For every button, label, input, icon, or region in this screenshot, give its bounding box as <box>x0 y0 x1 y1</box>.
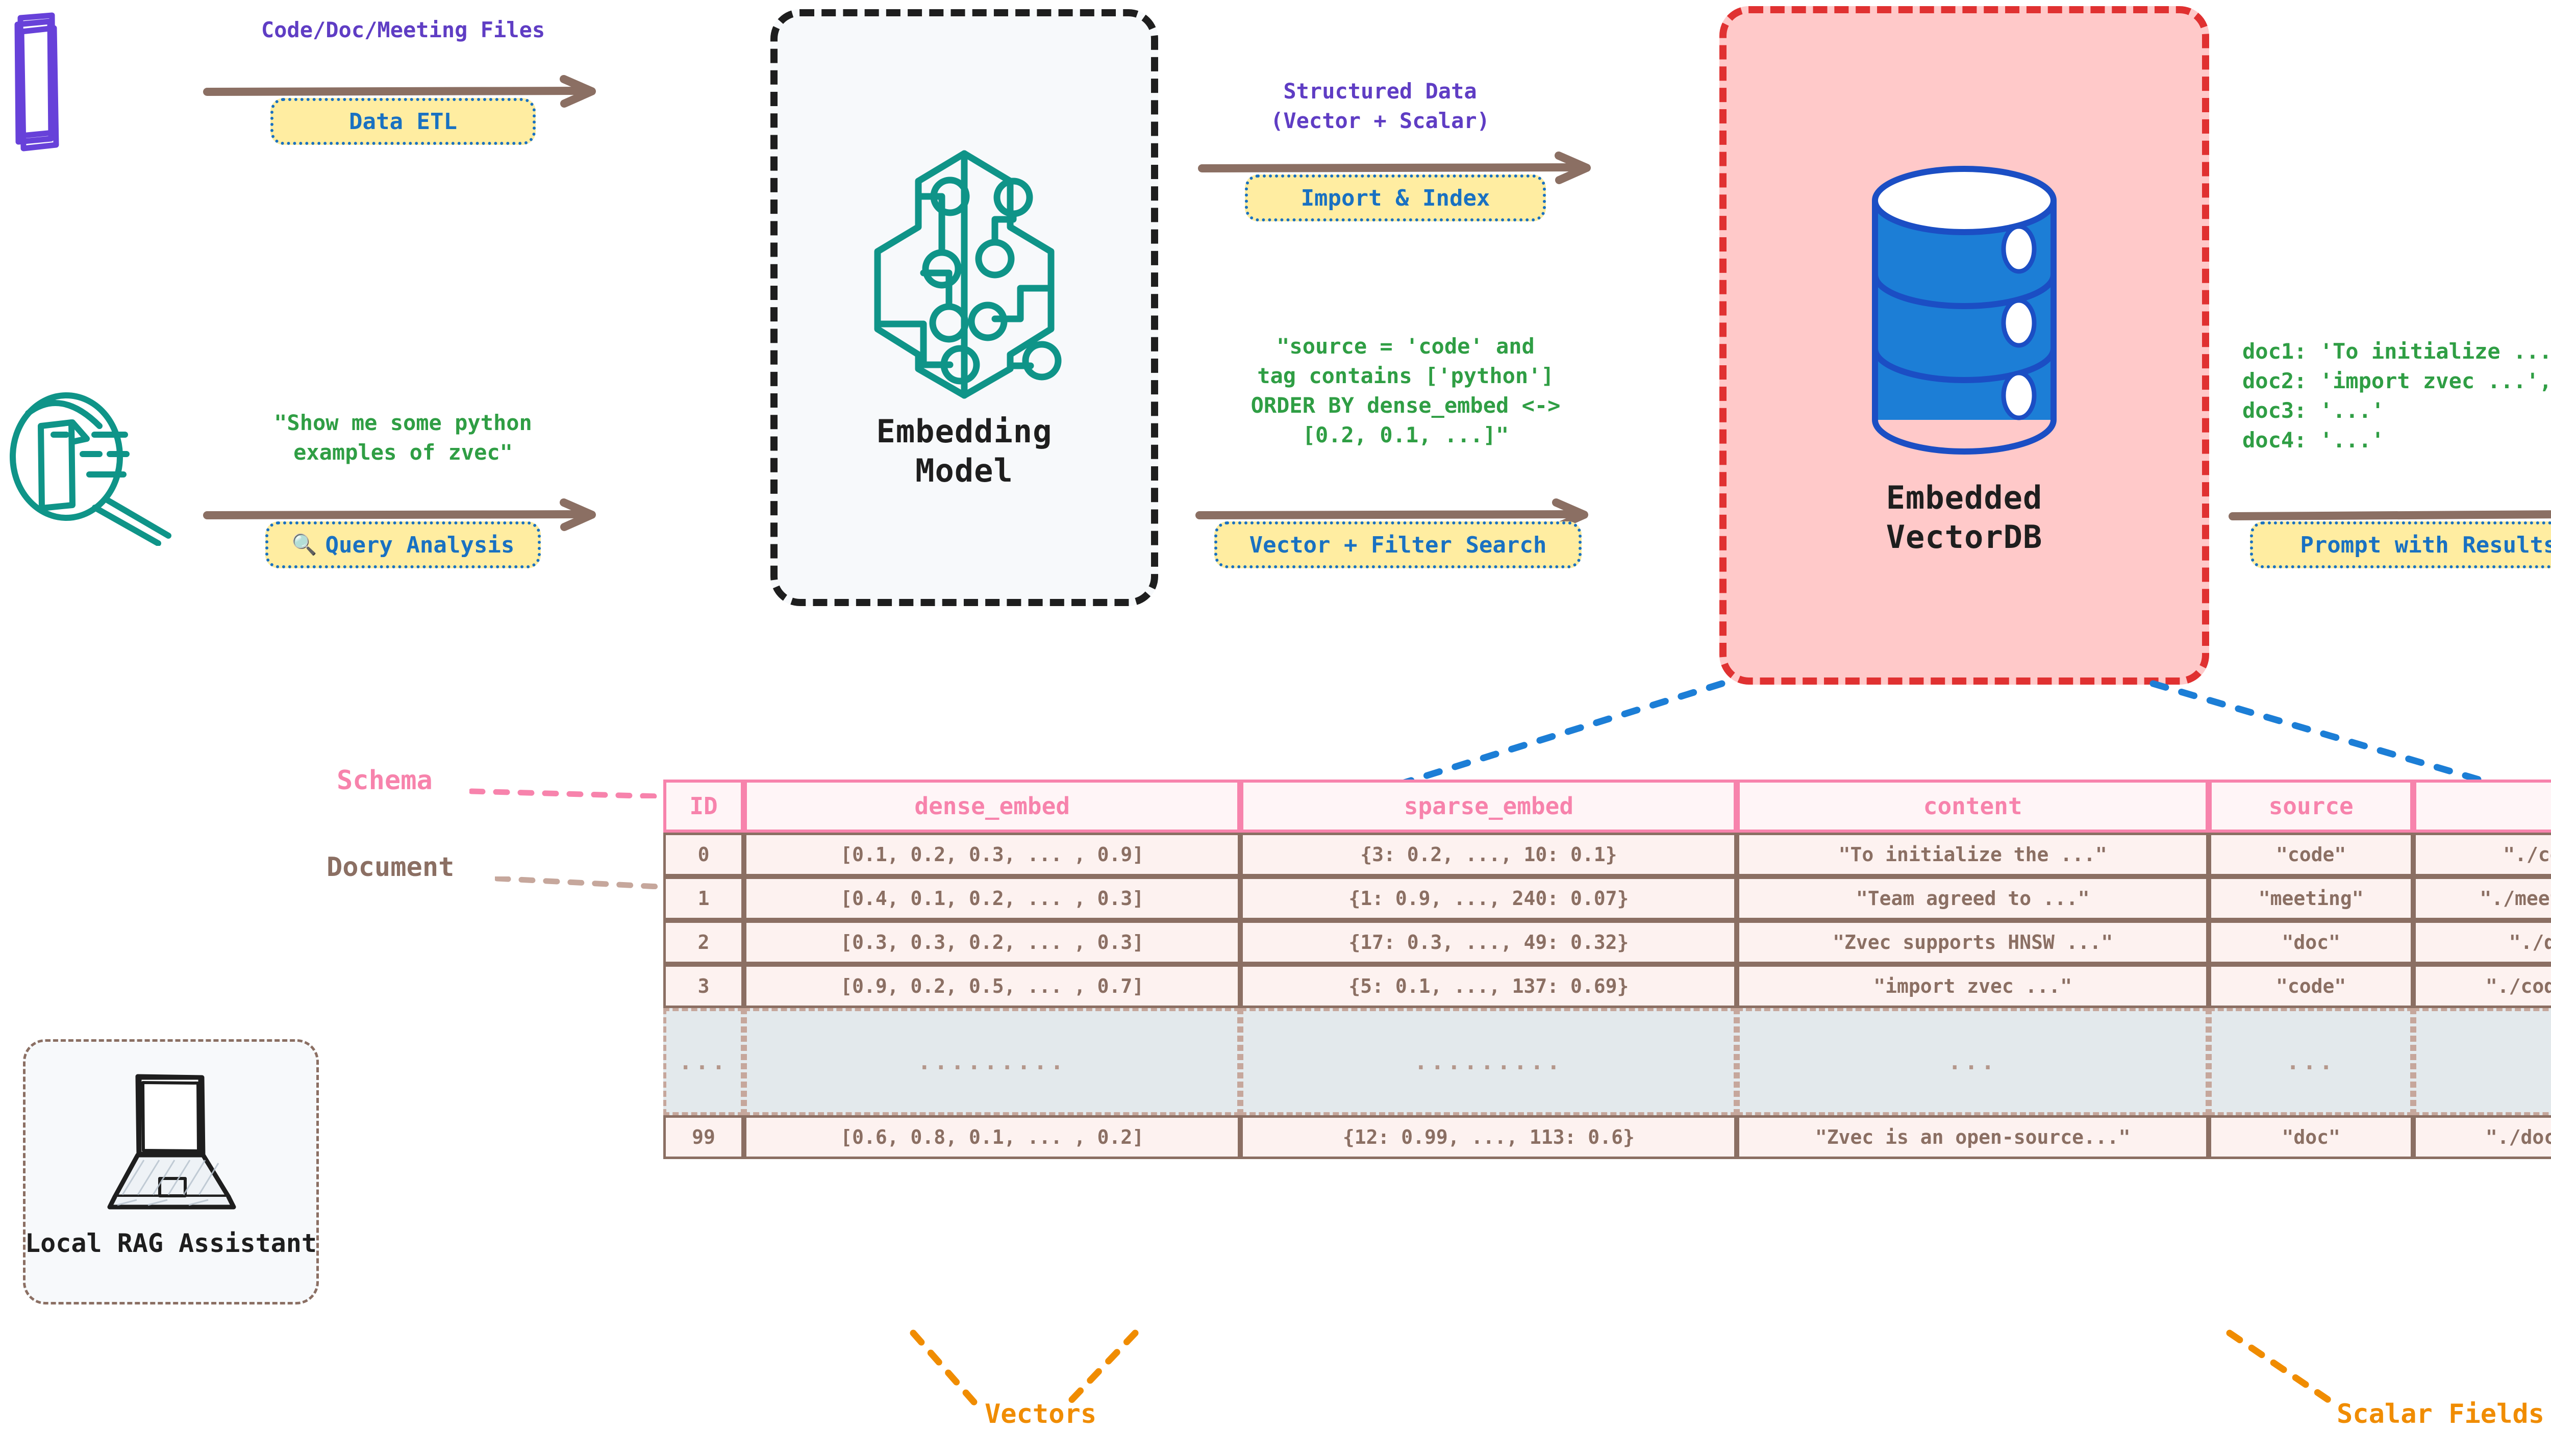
table-row: 2 [0.3, 0.3, 0.2, ... , 0.3] {17: 0.3, .… <box>663 920 2551 964</box>
flow-index-tag[interactable]: Import & Index <box>1245 174 1546 221</box>
cell-dense: [0.9, 0.2, 0.5, ... , 0.7] <box>744 964 1241 1008</box>
flow-results-arrow <box>2229 500 2551 531</box>
cell-id: 3 <box>663 964 744 1008</box>
magnifier-document-icon <box>5 378 189 546</box>
flow-ingest-tag-label: Data ETL <box>349 108 457 135</box>
flow-results-note: doc1: 'To initialize ...', doc2: 'import… <box>2242 339 2551 453</box>
cell-dense: [0.3, 0.3, 0.2, ... , 0.3] <box>744 920 1241 964</box>
column-header[interactable]: dense_embed <box>744 780 1241 833</box>
column-header[interactable]: path <box>2413 780 2551 833</box>
brain-circuit-icon <box>842 125 1087 403</box>
column-header[interactable]: content <box>1737 780 2209 833</box>
local-rag-assistant-caption: Local RAG Assistant <box>25 1228 317 1258</box>
cell-content: "Zvec supports HNSW ..." <box>1737 920 2209 964</box>
cell-content: "To initialize the ..." <box>1737 833 2209 876</box>
cell-id: 0 <box>663 833 744 876</box>
cell-id: 2 <box>663 920 744 964</box>
flow-index-note: Structured Data (Vector + Scalar) <box>1270 79 1490 133</box>
cell-source: ... <box>2208 1008 2414 1115</box>
cell-dense: [0.6, 0.8, 0.1, ... , 0.2] <box>744 1115 1241 1159</box>
source-files-icon <box>10 5 179 158</box>
vectors-label: Vectors <box>985 1399 1097 1429</box>
embedding-model-node[interactable]: Embedding Model <box>770 9 1158 606</box>
cell-source: "meeting" <box>2208 876 2414 920</box>
flow-index-arrow <box>1198 152 1602 184</box>
schema-label: Schema <box>337 765 433 796</box>
flow-query-tag-label: Query Analysis <box>325 532 515 558</box>
cell-dense: [0.4, 0.1, 0.2, ... , 0.3] <box>744 876 1241 920</box>
cell-id: ... <box>663 1008 744 1115</box>
cell-path: "./doc/overview.md" <box>2413 1115 2551 1159</box>
magnifier-icon: 🔍 <box>291 533 317 557</box>
cell-path: "./code/main.py" <box>2413 833 2551 876</box>
table-row: 3 [0.9, 0.2, 0.5, ... , 0.7] {5: 0.1, ..… <box>663 964 2551 1008</box>
flow-search-tag[interactable]: Vector + Filter Search <box>1214 521 1582 568</box>
table-header-row: ID dense_embed sparse_embed content sour… <box>663 780 2551 833</box>
flow-ingest-arrow <box>203 75 607 108</box>
laptop-icon <box>87 1068 255 1223</box>
column-header[interactable]: source <box>2208 780 2414 833</box>
cell-sparse: ......... <box>1240 1008 1737 1115</box>
scalar-fields-brace <box>2133 1329 2551 1413</box>
cell-source: "code" <box>2208 833 2414 876</box>
cell-path: ... <box>2413 1008 2551 1115</box>
flow-results-tag[interactable]: Prompt with Results <box>2250 521 2551 568</box>
cell-content: "Zvec is an open-source..." <box>1737 1115 2209 1159</box>
flow-results-tag-label: Prompt with Results <box>2300 532 2551 558</box>
vector-db-title: Embedded VectorDB <box>1886 479 2043 556</box>
flow-ingest-note: Code/Doc/Meeting Files <box>261 17 545 42</box>
cell-source: "doc" <box>2208 920 2414 964</box>
column-header[interactable]: sparse_embed <box>1240 780 1737 833</box>
cell-content: ... <box>1737 1008 2209 1115</box>
embedding-model-title: Embedding Model <box>876 412 1053 490</box>
flow-index-tag-label: Import & Index <box>1300 185 1490 211</box>
cell-dense: ......... <box>744 1008 1241 1115</box>
flow-ingest-tag[interactable]: Data ETL <box>270 98 536 145</box>
cell-id: 99 <box>663 1115 744 1159</box>
cell-content: "Team agreed to ..." <box>1737 876 2209 920</box>
flow-search-tag-label: Vector + Filter Search <box>1249 532 1547 558</box>
cell-id: 1 <box>663 876 744 920</box>
flow-search-note: "source = 'code' and tag contains ['pyth… <box>1251 334 1561 447</box>
cell-source: "code" <box>2208 964 2414 1008</box>
cell-sparse: {17: 0.3, ..., 49: 0.32} <box>1240 920 1737 964</box>
cell-content: "import zvec ..." <box>1737 964 2209 1008</box>
document-leader-line <box>494 875 663 890</box>
table-ellipsis-row: ... ......... ......... ... ... ... ... … <box>663 1008 2551 1115</box>
cell-sparse: {5: 0.1, ..., 137: 0.69} <box>1240 964 1737 1008</box>
column-header[interactable]: ID <box>663 780 744 833</box>
cell-dense: [0.1, 0.2, 0.3, ... , 0.9] <box>744 833 1241 876</box>
cell-source: "doc" <box>2208 1115 2414 1159</box>
table-row: 0 [0.1, 0.2, 0.3, ... , 0.9] {3: 0.2, ..… <box>663 833 2551 876</box>
flow-query-arrow <box>203 498 607 531</box>
table-row: 1 [0.4, 0.1, 0.2, ... , 0.3] {1: 0.9, ..… <box>663 876 2551 920</box>
cell-sparse: {1: 0.9, ..., 240: 0.07} <box>1240 876 1737 920</box>
vector-db-node[interactable]: Embedded VectorDB <box>1719 6 2209 685</box>
cell-sparse: {12: 0.99, ..., 113: 0.6} <box>1240 1115 1737 1159</box>
local-rag-assistant-card[interactable]: Local RAG Assistant <box>23 1039 319 1304</box>
cell-path: "./code/example.py" <box>2413 964 2551 1008</box>
cell-path: "./doc/zvec.md" <box>2413 920 2551 964</box>
scalar-fields-label: Scalar Fields <box>2337 1399 2544 1429</box>
flow-query-tag[interactable]: 🔍 Query Analysis <box>265 521 541 568</box>
schema-table[interactable]: ID dense_embed sparse_embed content sour… <box>663 780 2551 1159</box>
database-cylinder-icon <box>1827 134 2102 463</box>
table-row: 99 [0.6, 0.8, 0.1, ... , 0.2] {12: 0.99,… <box>663 1115 2551 1159</box>
schema-leader-line <box>468 788 663 799</box>
cell-path: "./meeting/01-10.md" <box>2413 876 2551 920</box>
vectors-brace <box>867 1329 1184 1413</box>
document-label: Document <box>327 852 455 883</box>
flow-query-note: "Show me some python examples of zvec" <box>274 410 532 465</box>
db-to-table-connectors <box>1306 679 2551 801</box>
cell-sparse: {3: 0.2, ..., 10: 0.1} <box>1240 833 1737 876</box>
